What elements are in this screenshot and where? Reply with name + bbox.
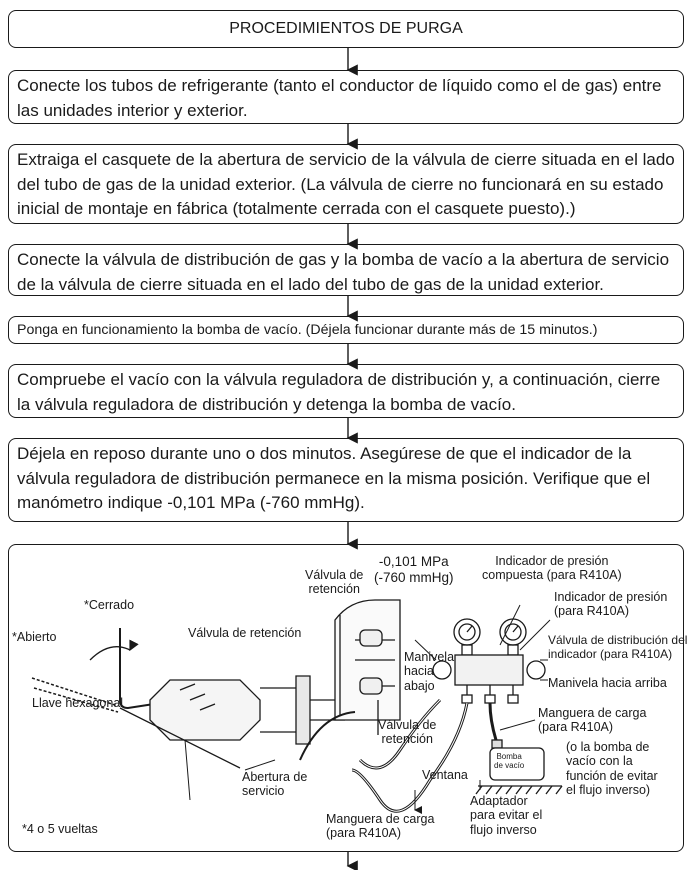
step-remove-cap: Extraiga el casquete de la abertura de s… [8,144,684,224]
label-adaptador: Adaptador para evitar el flujo inverso [470,794,543,837]
label-bomba: Bomba de vacío [494,752,525,771]
step-run-pump: Ponga en funcionamiento la bomba de vací… [8,316,684,344]
label-bomba-note: (o la bomba de vacío con la función de e… [566,740,658,798]
label-valvula-distribucion: Válvula de distribución del indicador (p… [548,633,688,661]
label-manivela-arriba: Manivela hacia arriba [548,676,667,690]
step-check-vacuum: Compruebe el vacío con la válvula regula… [8,364,684,418]
hex-key-illustration [31,628,345,801]
label-manivela-abajo: Manivela hacia abajo [404,650,455,693]
procedure-title: PROCEDIMIENTOS DE PURGA [8,10,684,48]
label-valvula-retencion-top: Válvula de retención [305,568,364,597]
gauge-manifold-illustration [351,618,546,813]
label-pressure: -0,101 MPa (-760 mmHg) [374,554,454,585]
label-turns: *4 o 5 vueltas [22,822,98,836]
label-valvula-retencion-left: Válvula de retención [188,626,302,640]
vacuum-pump-illustration [475,739,563,795]
leader-lines [244,604,551,814]
label-manguera-bottom: Manguera de carga (para R410A) [326,812,435,841]
label-manguera-right: Manguera de carga (para R410A) [538,706,647,735]
label-abierto: *Abierto [12,630,57,644]
figure-panel [8,544,684,852]
label-llave-hexagonal: Llave hexagonal [32,696,124,710]
label-ventana: Ventana [422,768,468,782]
step-rest: Déjela en reposo durante uno o dos minut… [8,438,684,522]
step-connect-manifold: Conecte la válvula de distribución de ga… [8,244,684,296]
label-indicador-compuesta: Indicador de presión compuesta (para R41… [482,554,622,583]
label-indicador-presion: Indicador de presión (para R410A) [554,590,668,619]
label-abertura-servicio: Abertura de servicio [242,770,308,799]
outdoor-unit-illustration [299,599,442,770]
label-cerrado: *Cerrado [84,598,135,612]
label-valvula-retencion-mid: Válvula de retención [378,718,437,747]
step-connect-tubes: Conecte los tubos de refrigerante (tanto… [8,70,684,124]
